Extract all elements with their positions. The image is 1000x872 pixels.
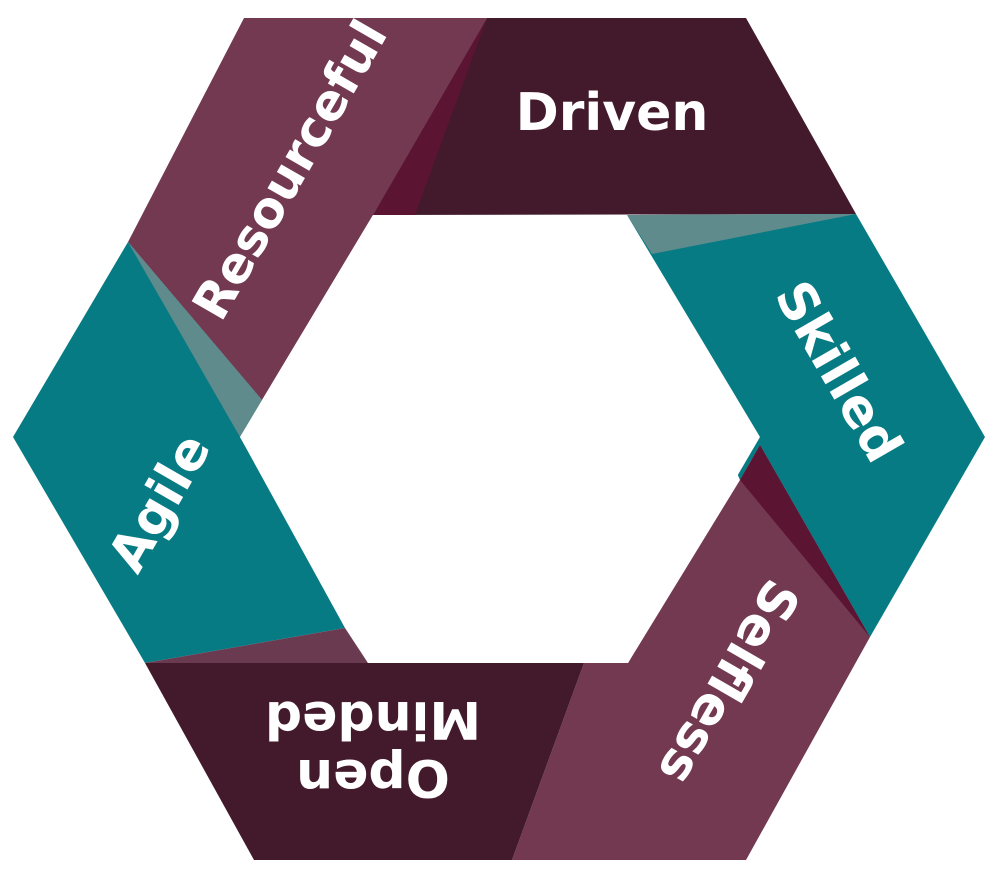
- label-open-minded-line2: Minded: [265, 689, 481, 749]
- segment-driven: [373, 18, 856, 215]
- label-open-minded: Open Minded: [265, 689, 481, 807]
- label-open-minded-line1: Open: [296, 747, 450, 807]
- segment-selfless: [512, 445, 870, 860]
- segment-resourceful: [128, 18, 487, 400]
- segment-open-minded: [145, 663, 584, 860]
- center-hexagon: [240, 215, 760, 663]
- fold-resourceful-agile: [128, 242, 262, 437]
- segment-skilled: [627, 214, 985, 637]
- label-driven: Driven: [516, 83, 709, 143]
- segment-agile: [13, 242, 345, 663]
- fold-skilled-selfless: [740, 445, 870, 637]
- fold-agile-open-minded: [145, 628, 368, 663]
- fold-resourceful-driven: [373, 18, 487, 215]
- fold-driven-skilled: [627, 214, 856, 254]
